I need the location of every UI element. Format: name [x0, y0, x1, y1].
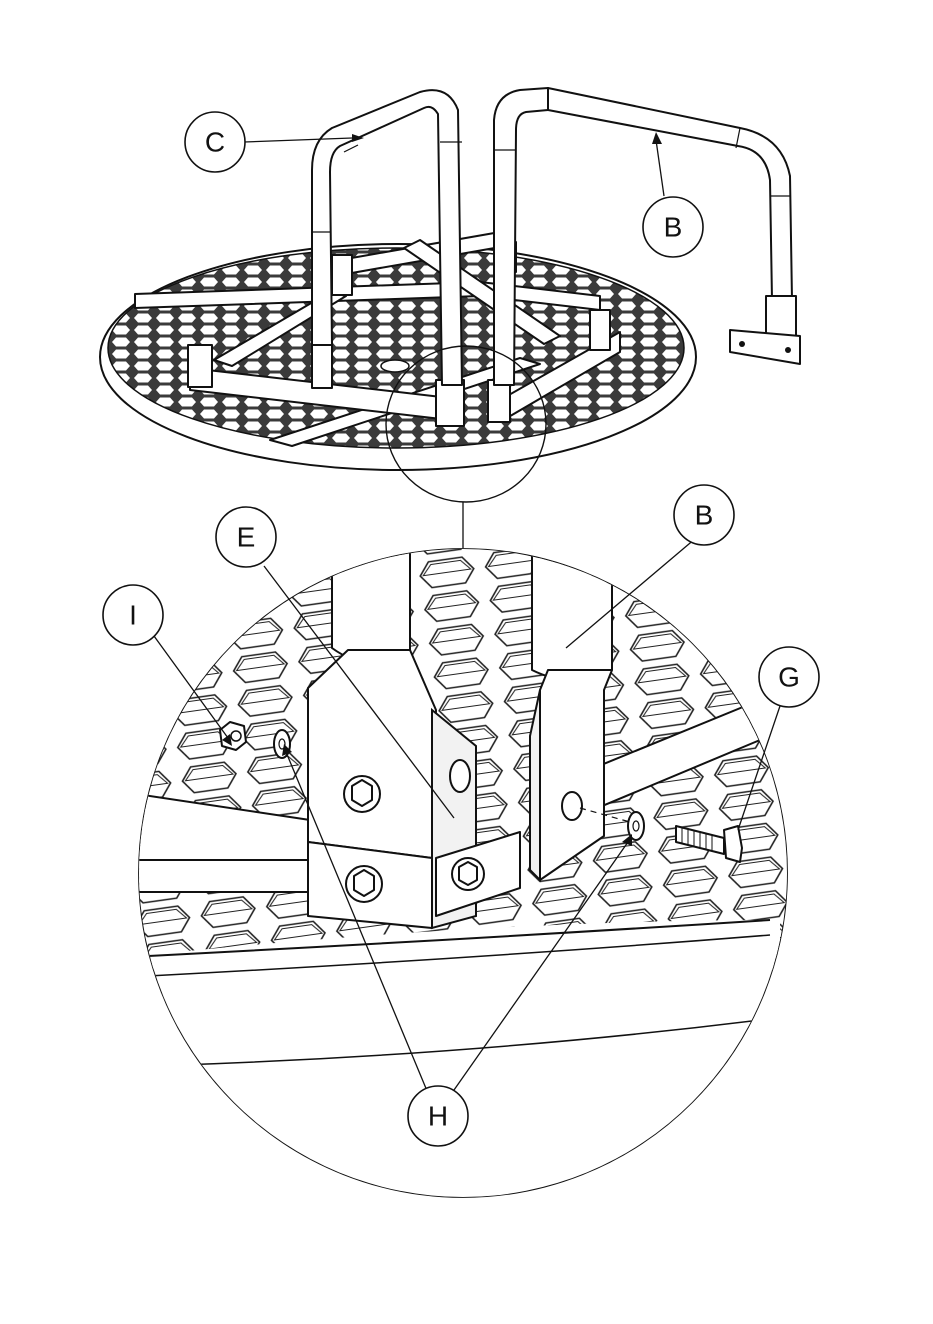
callout-h: H: [408, 1086, 468, 1146]
leg-b-foot-plate: [730, 330, 800, 364]
hex-bolt-2: [346, 866, 382, 902]
washer-h-left: [274, 730, 290, 758]
callout-c: C: [185, 112, 245, 172]
callout-g: G: [759, 647, 819, 707]
callout-i: I: [103, 585, 163, 645]
callout-c-label: C: [205, 127, 225, 158]
leg-b-tube: [532, 540, 612, 680]
callout-g-label: G: [778, 662, 800, 693]
nut-i: [220, 722, 246, 750]
callout-e-label: E: [237, 522, 256, 553]
callout-b-detail: B: [674, 485, 734, 545]
callout-i-label: I: [129, 600, 137, 631]
hex-bolt-1: [344, 776, 380, 812]
callout-b-detail-label: B: [695, 500, 714, 531]
callout-h-label: H: [428, 1101, 448, 1132]
leg-b-foot-sleeve: [766, 296, 796, 336]
detail-view: [100, 540, 840, 1200]
hex-bolt-3: [452, 858, 484, 890]
callout-b-top: B: [643, 197, 703, 257]
callout-b-top-label: B: [664, 212, 683, 243]
callout-e: E: [216, 507, 276, 567]
umbrella-hole: [381, 360, 409, 372]
leg-e-tube: [332, 540, 410, 663]
